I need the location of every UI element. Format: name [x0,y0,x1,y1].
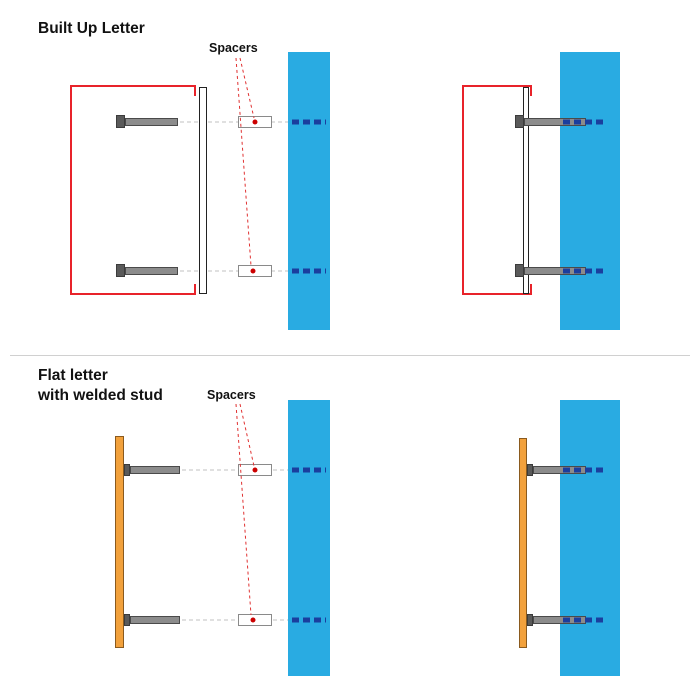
spacer-block [238,614,272,626]
spacers-label-bottom: Spacers [207,388,256,402]
stud-shaft [524,267,586,275]
letter-return-flange [530,87,532,96]
wall-bottom-left [288,400,330,676]
stud-shaft [524,118,586,126]
letter-return-flange [194,284,196,293]
spacer-block [238,464,272,476]
stud-head [515,115,524,128]
stud-head [515,264,524,277]
section-title-built-up: Built Up Letter [38,20,145,37]
weld-cap [124,614,130,626]
spacer-block [238,265,272,277]
stud-shaft [533,466,586,474]
weld-cap [527,464,533,476]
stud-head [116,115,125,128]
wall-bottom-right [560,400,620,676]
stud-head [116,264,125,277]
letter-return-outline [462,85,532,295]
letter-return-outline [70,85,196,295]
letter-back-panel [523,87,529,294]
flat-letter-bar [519,438,527,648]
weld-cap [527,614,533,626]
section-title-flat-line1: Flat letter [38,367,108,384]
stud-shaft [533,616,586,624]
spacer-block [238,116,272,128]
spacer-pointer-line [239,403,255,467]
stud-shaft [125,267,178,275]
letter-return-flange [194,87,196,96]
stud-shaft [130,466,180,474]
spacers-label-top: Spacers [209,41,258,55]
section-divider [10,355,690,356]
section-title-flat-line2: with welded stud [38,387,163,404]
stud-shaft [125,118,178,126]
letter-back-panel [199,87,207,294]
spacer-pointer-line [235,57,252,267]
weld-cap [124,464,130,476]
wall-top-right [560,52,620,330]
spacer-pointer-line [239,57,255,119]
stud-shaft [130,616,180,624]
letter-return-flange [530,284,532,293]
spacer-pointer-line [235,403,252,616]
flat-letter-bar [115,436,124,648]
wall-top-left [288,52,330,330]
section-title-flat: Flat letter with welded stud [38,366,163,406]
